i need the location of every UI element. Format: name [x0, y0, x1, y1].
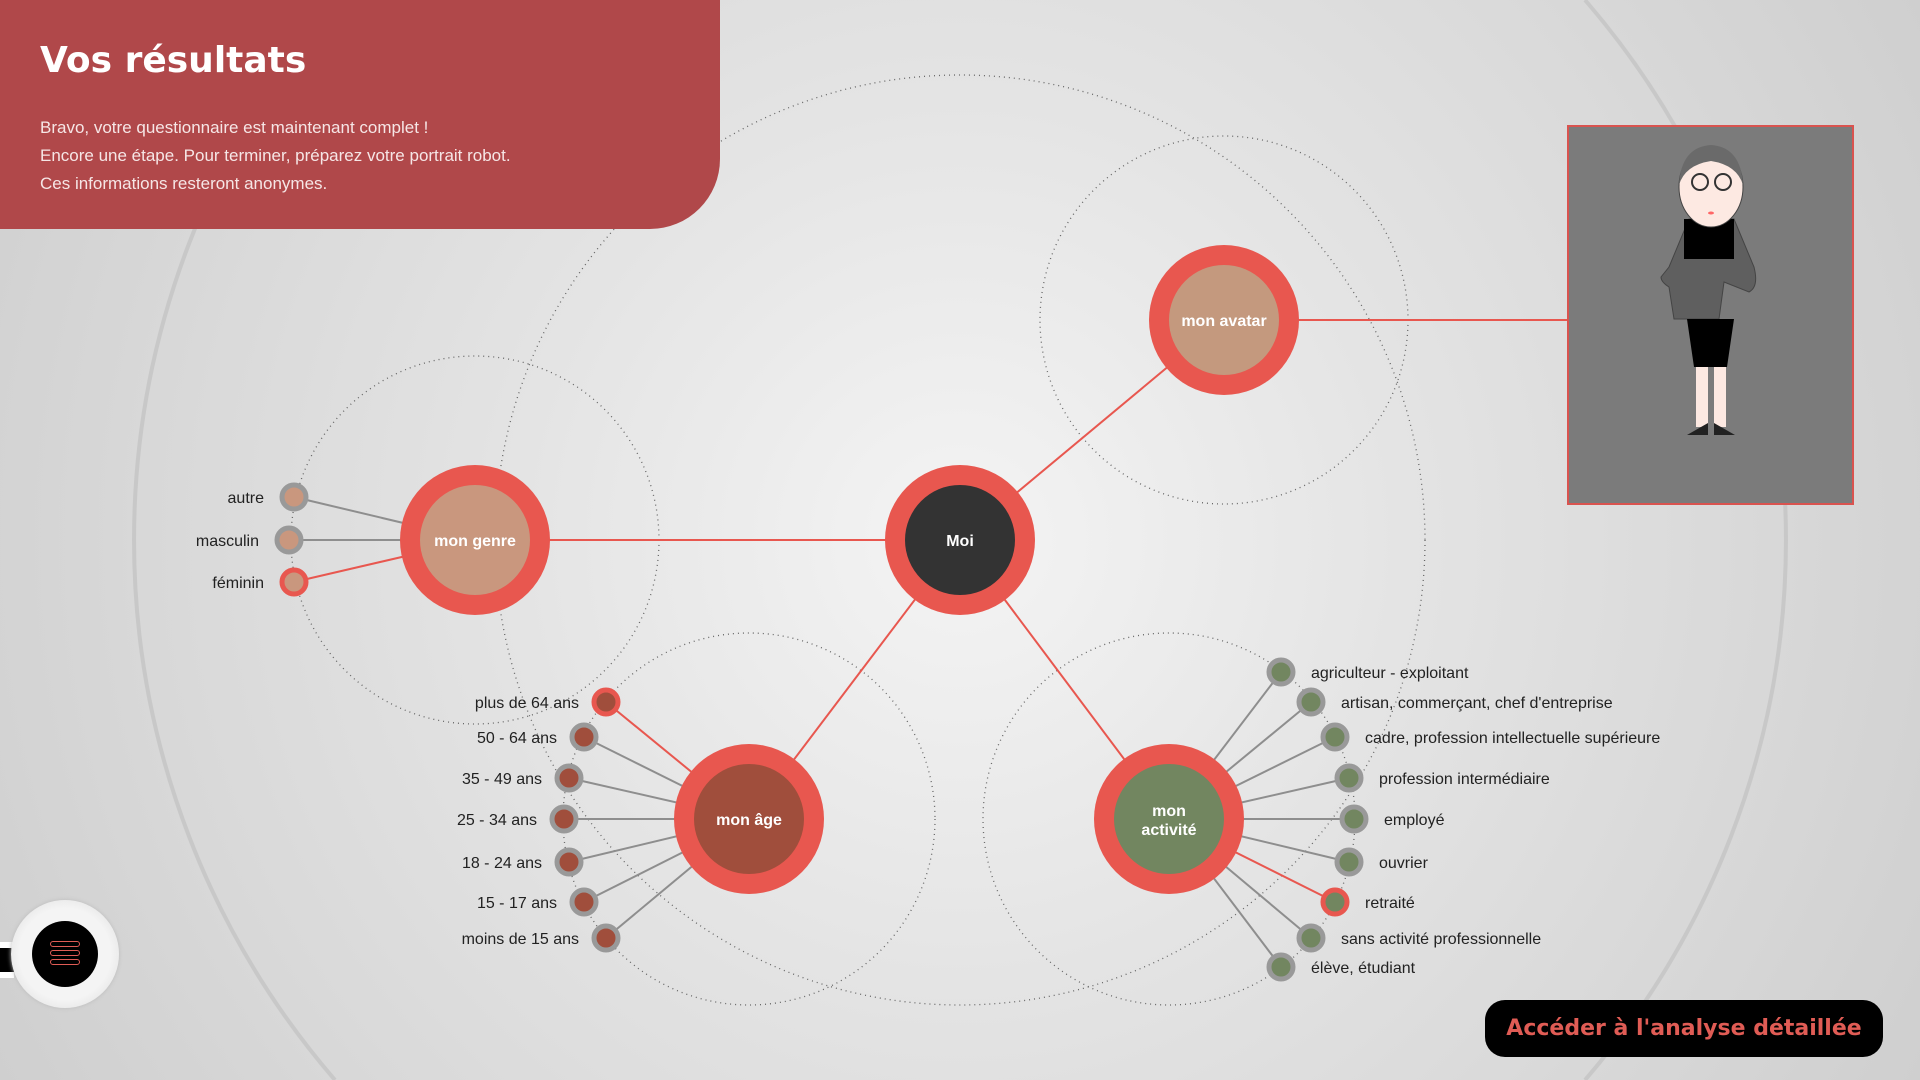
activite-option[interactable]: profession intermédiaire: [1334, 763, 1550, 793]
option-dot: [554, 847, 584, 877]
intro-line-1: Bravo, votre questionnaire est maintenan…: [40, 118, 429, 137]
hamburger-icon: [32, 921, 98, 987]
option-dot: [274, 525, 304, 555]
hub-activite[interactable]: mon activité: [1094, 744, 1244, 894]
option-dot: [591, 923, 621, 953]
option-dot: [591, 687, 621, 717]
option-label: 15 - 17 ans: [477, 895, 557, 912]
hub-moi-label: Moi: [946, 533, 974, 550]
age-orbit: [562, 632, 936, 1006]
option-dot: [1296, 687, 1326, 717]
activite-option[interactable]: cadre, profession intellectuelle supérie…: [1320, 722, 1660, 752]
header-panel: Vos résultats Bravo, votre questionnaire…: [0, 0, 720, 229]
menu-button[interactable]: [11, 900, 119, 1008]
option-dot: [1339, 804, 1369, 834]
activite-option[interactable]: ouvrier: [1334, 847, 1429, 877]
hub-genre-label: mon genre: [434, 533, 516, 550]
option-dot: [1334, 847, 1364, 877]
option-dot: [549, 804, 579, 834]
option-label: artisan, commerçant, chef d'entreprise: [1341, 695, 1613, 712]
genre-option[interactable]: féminin: [212, 567, 309, 597]
option-label: 18 - 24 ans: [462, 855, 542, 872]
activite-option[interactable]: élève, étudiant: [1266, 952, 1416, 982]
hub-activite-label-2: activité: [1141, 822, 1196, 839]
detailed-analysis-button[interactable]: Accéder à l'analyse détaillée: [1485, 1000, 1883, 1057]
age-option[interactable]: 18 - 24 ans: [462, 847, 584, 877]
option-dot: [1320, 887, 1350, 917]
hub-moi[interactable]: Moi: [885, 465, 1035, 615]
option-label: féminin: [212, 575, 264, 592]
option-dot: [1266, 657, 1296, 687]
page-title: Vos résultats: [40, 40, 307, 81]
option-dot: [1296, 923, 1326, 953]
option-dot: [279, 482, 309, 512]
menu-handle: [0, 942, 14, 978]
option-label: employé: [1384, 812, 1445, 829]
option-label: plus de 64 ans: [475, 695, 579, 712]
hub-avatar[interactable]: mon avatar: [1149, 245, 1299, 395]
activite-option[interactable]: sans activité professionnelle: [1296, 923, 1541, 953]
option-label: élève, étudiant: [1311, 960, 1416, 977]
activite-option[interactable]: artisan, commerçant, chef d'entreprise: [1296, 687, 1613, 717]
hub-age[interactable]: mon âge: [674, 744, 824, 894]
option-dot: [569, 722, 599, 752]
age-option[interactable]: moins de 15 ans: [462, 923, 621, 953]
option-dot: [1266, 952, 1296, 982]
hub-avatar-label: mon avatar: [1181, 313, 1266, 330]
hub-genre[interactable]: mon genre: [400, 465, 550, 615]
intro-line-2: Encore une étape. Pour terminer, prépare…: [40, 146, 511, 165]
hub-activite-label-1: mon: [1152, 803, 1186, 820]
option-label: masculin: [196, 533, 259, 550]
option-label: 50 - 64 ans: [477, 730, 557, 747]
activite-option[interactable]: employé: [1339, 804, 1445, 834]
avatar-figure: [1660, 145, 1757, 435]
option-label: cadre, profession intellectuelle supérie…: [1365, 730, 1660, 747]
intro-line-3: Ces informations resteront anonymes.: [40, 174, 328, 193]
age-option[interactable]: 15 - 17 ans: [477, 887, 599, 917]
option-dot: [1334, 763, 1364, 793]
option-label: profession intermédiaire: [1379, 771, 1550, 788]
hub-age-label: mon âge: [716, 812, 782, 829]
genre-option[interactable]: autre: [228, 482, 309, 512]
age-option[interactable]: plus de 64 ans: [475, 687, 621, 717]
option-dot: [279, 567, 309, 597]
option-label: autre: [228, 490, 265, 507]
avatar-preview[interactable]: [1567, 125, 1854, 505]
option-dot: [1320, 722, 1350, 752]
option-label: 35 - 49 ans: [462, 771, 542, 788]
option-dot: [554, 763, 584, 793]
activite-option[interactable]: retraité: [1320, 887, 1415, 917]
activite-option[interactable]: agriculteur - exploitant: [1266, 657, 1469, 687]
option-label: 25 - 34 ans: [457, 812, 537, 829]
age-option[interactable]: 25 - 34 ans: [457, 804, 579, 834]
option-label: sans activité professionnelle: [1341, 931, 1541, 948]
option-label: agriculteur - exploitant: [1311, 665, 1469, 682]
option-label: ouvrier: [1379, 855, 1429, 872]
option-label: retraité: [1365, 895, 1415, 912]
option-dot: [569, 887, 599, 917]
age-option[interactable]: 50 - 64 ans: [477, 722, 599, 752]
option-label: moins de 15 ans: [462, 931, 579, 948]
genre-option[interactable]: masculin: [196, 525, 304, 555]
age-option[interactable]: 35 - 49 ans: [462, 763, 584, 793]
